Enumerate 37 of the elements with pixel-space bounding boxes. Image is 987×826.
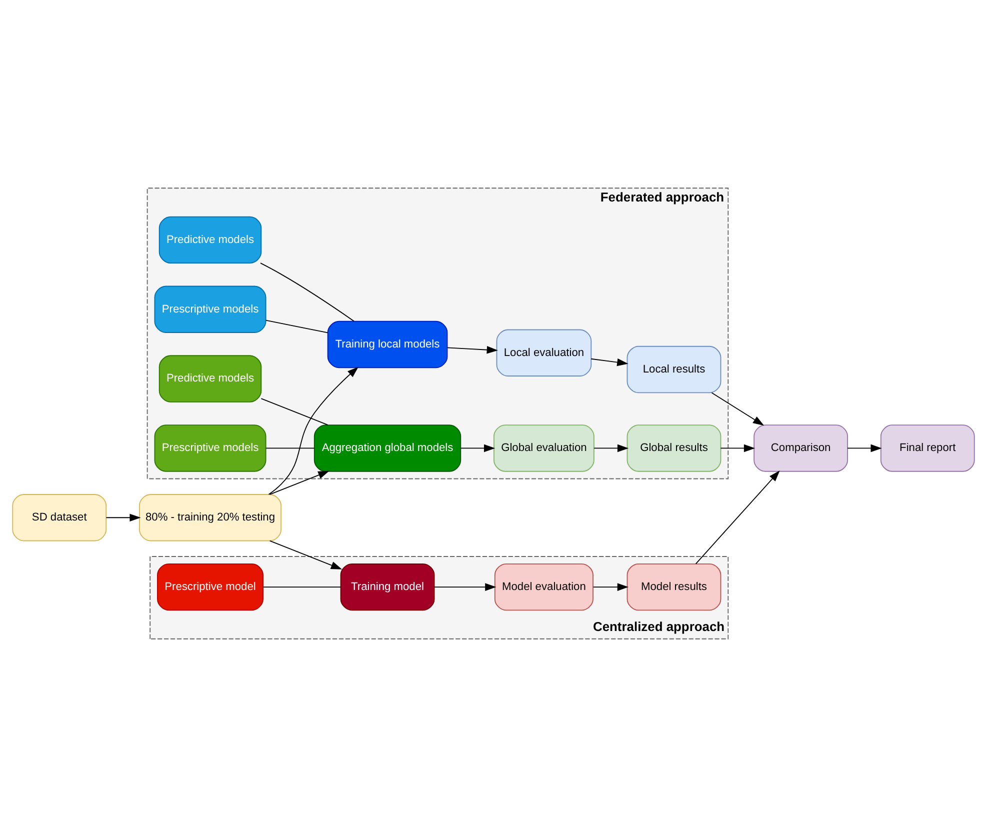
connector [260,398,328,425]
node-box: Model evaluation [494,562,594,610]
connector [266,319,328,333]
node-box: Predictive models [158,354,262,402]
arrow [847,444,882,452]
node-box: Global results [626,424,722,472]
arrow [720,444,756,452]
arrow [268,366,358,494]
arrow [269,470,330,494]
arrow [592,582,628,590]
node-box: Global evaluation [494,424,594,472]
connector [266,447,315,448]
arrow [269,540,342,569]
node-box: Final report [880,424,975,472]
arrow [711,392,764,426]
node-box: Local results [626,345,722,393]
connector [262,586,342,588]
node-box: Training model [340,562,435,610]
arrow [594,444,629,452]
arrow [446,345,498,354]
node-box: Model results [626,562,722,610]
node-box: Comparison [754,424,848,472]
node-box: 80% - training 20% testing [138,494,282,541]
arrow [695,470,780,564]
node-box: Prescriptive models [154,424,266,472]
node-box: Training local models [327,320,448,368]
node-box: Local evaluation [496,328,592,376]
arrow [434,582,496,590]
arrow [590,358,628,366]
node-box: Predictive models [158,216,262,264]
node-box: Prescriptive models [154,285,266,332]
node-box: Aggregation global models [314,424,462,472]
connector [260,262,354,322]
arrow [106,513,141,522]
arrow [460,444,496,452]
node-box: Prescriptive model [157,562,264,610]
node-box: SD dataset [12,494,107,541]
